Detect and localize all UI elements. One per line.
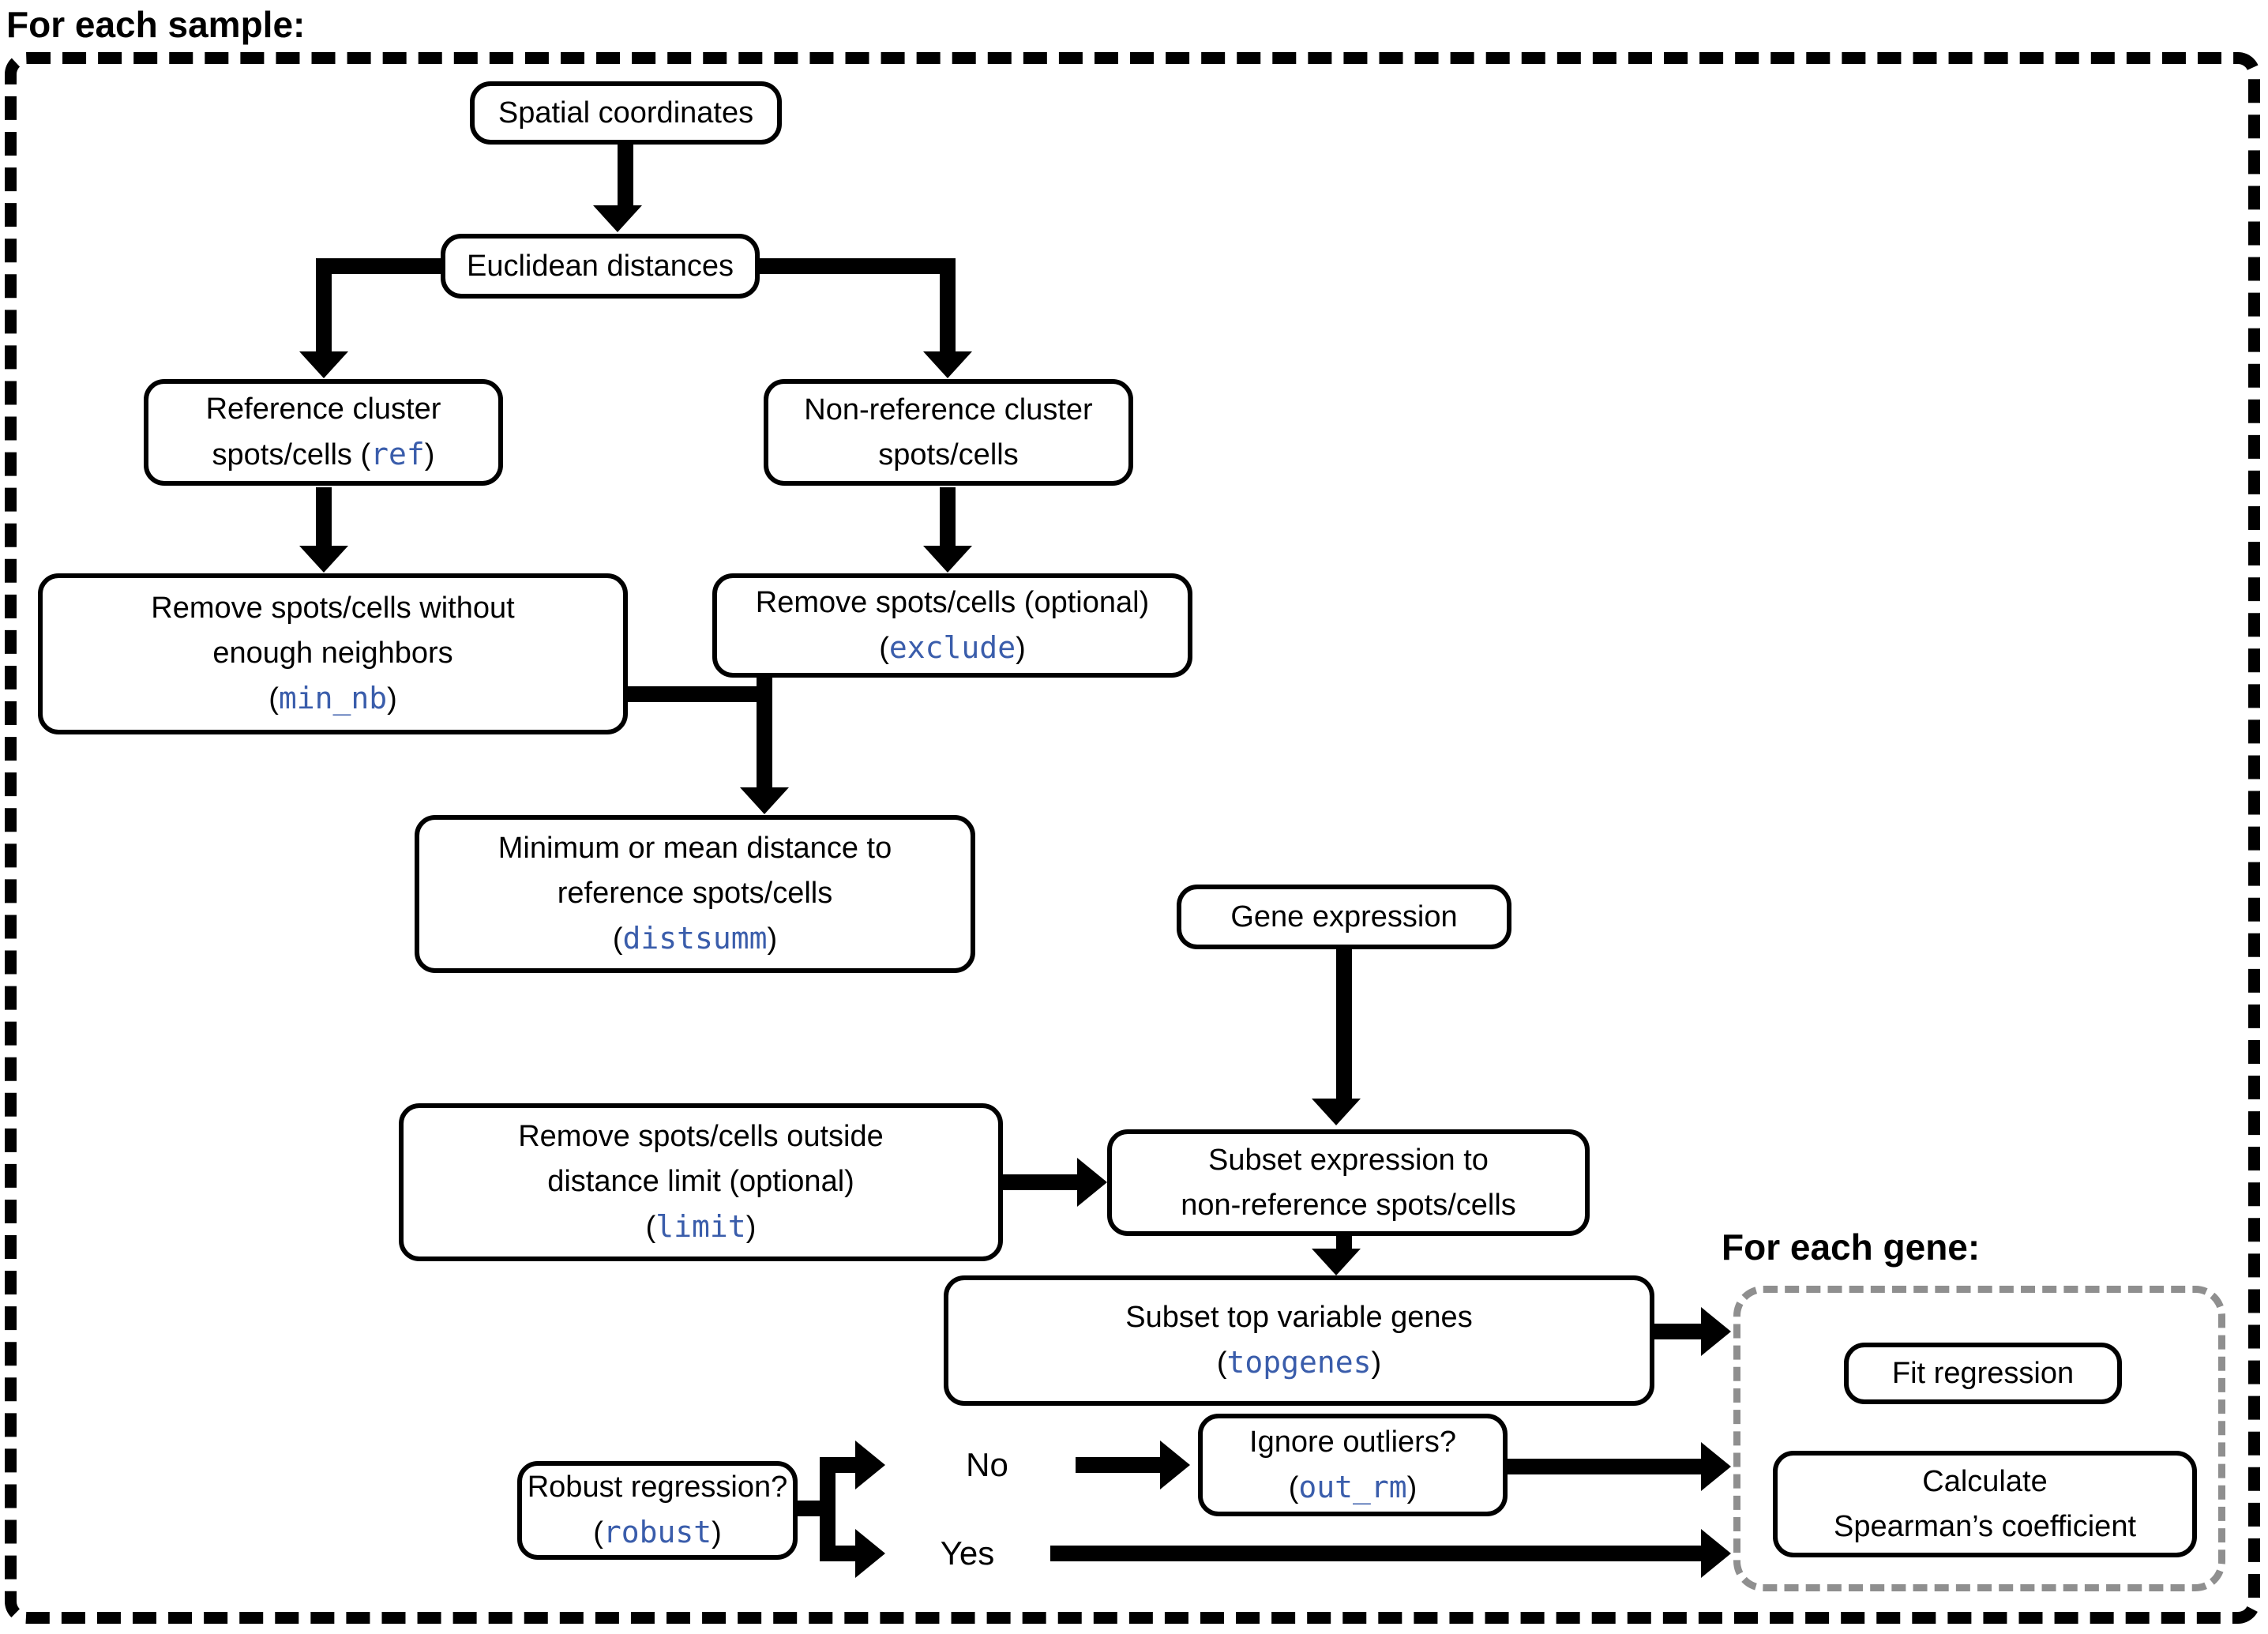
node-limit: Remove spots/cells outside distance limi… bbox=[399, 1103, 1003, 1261]
arrow-gene-to-subset bbox=[1336, 949, 1352, 1099]
node-spatial-coordinates: Spatial coordinates bbox=[470, 81, 782, 145]
connector-euclidean-left-vertical bbox=[316, 258, 332, 352]
arrow-no-to-ignore-outliers bbox=[1076, 1457, 1161, 1473]
connector-merge-vertical bbox=[757, 678, 772, 788]
node-fit-regression: Fit regression bbox=[1844, 1343, 2122, 1404]
node-gene-expression: Gene expression bbox=[1177, 885, 1511, 949]
arrow-limit-to-subset bbox=[1003, 1174, 1078, 1190]
node-remove-min-nb: Remove spots/cells without enough neighb… bbox=[38, 573, 628, 734]
node-remove-exclude: Remove spots/cells (optional) (exclude) bbox=[712, 573, 1192, 678]
connector-euclidean-left-horizontal bbox=[316, 258, 441, 274]
arrow-ignore-outliers-to-gene-box bbox=[1508, 1459, 1702, 1474]
param-limit: limit bbox=[655, 1209, 746, 1244]
arrowhead-no-to-ignore-outliers bbox=[1160, 1441, 1190, 1489]
connector-euclidean-right-horizontal bbox=[760, 258, 956, 274]
param-exclude: exclude bbox=[888, 629, 1016, 665]
node-euclidean-distances: Euclidean distances bbox=[441, 234, 760, 299]
arrowhead-subset-to-topgenes bbox=[1312, 1249, 1361, 1275]
arrowhead-to-reference-cluster bbox=[299, 351, 348, 378]
arrowhead-nonreference-to-exclude bbox=[923, 546, 972, 573]
connector-merge-horizontal bbox=[628, 686, 772, 702]
for-each-sample-label: For each sample: bbox=[6, 4, 306, 45]
arrowhead-gene-to-subset bbox=[1312, 1099, 1361, 1125]
node-subset-expression: Subset expression to non-reference spots… bbox=[1107, 1129, 1590, 1236]
arrowhead-topgenes-to-gene-box bbox=[1701, 1307, 1731, 1356]
node-ignore-outliers: Ignore outliers? (out_rm) bbox=[1198, 1414, 1508, 1516]
arrowhead-fork-to-yes bbox=[855, 1529, 885, 1578]
for-each-gene-label: For each gene: bbox=[1722, 1226, 1981, 1268]
node-robust-regression: Robust regression? (robust) bbox=[517, 1461, 798, 1560]
arrowhead-reference-to-min-nb bbox=[299, 546, 348, 573]
arrowhead-spatial-to-euclidean bbox=[593, 205, 642, 232]
arrowhead-to-nonreference-cluster bbox=[923, 351, 972, 378]
for-each-sample-dashed-box bbox=[5, 52, 2260, 1624]
connector-euclidean-right-vertical bbox=[940, 258, 956, 352]
param-ref: ref bbox=[370, 437, 425, 471]
arrow-topgenes-to-gene-box bbox=[1653, 1324, 1702, 1339]
param-out-rm: out_rm bbox=[1298, 1469, 1407, 1504]
connector-robust-fork-vertical bbox=[820, 1457, 835, 1561]
param-robust: robust bbox=[603, 1515, 712, 1549]
arrowhead-merge-to-distsumm bbox=[740, 787, 789, 814]
param-distsumm: distsumm bbox=[622, 921, 768, 956]
arrowhead-ignore-outliers-to-gene-box bbox=[1701, 1442, 1731, 1491]
arrow-nonreference-to-exclude bbox=[940, 487, 956, 547]
arrowhead-yes-to-gene-box bbox=[1701, 1529, 1731, 1578]
arrowhead-limit-to-subset bbox=[1077, 1158, 1107, 1207]
connector-fork-yes-arm bbox=[835, 1546, 856, 1561]
node-topgenes: Subset top variable genes (topgenes) bbox=[944, 1275, 1654, 1406]
branch-label-yes: Yes bbox=[940, 1534, 995, 1572]
connector-fork-no-arm bbox=[835, 1457, 856, 1473]
node-nonreference-cluster: Non-reference cluster spots/cells bbox=[764, 379, 1133, 486]
arrow-subset-to-topgenes bbox=[1336, 1236, 1352, 1250]
arrow-reference-to-min-nb bbox=[316, 487, 332, 547]
node-distsumm: Minimum or mean distance to reference sp… bbox=[415, 815, 975, 973]
arrow-yes-to-gene-box bbox=[1050, 1546, 1702, 1561]
param-min-nb: min_nb bbox=[278, 681, 388, 716]
branch-label-no: No bbox=[966, 1446, 1008, 1483]
arrowhead-fork-to-no bbox=[855, 1441, 885, 1489]
node-reference-cluster: Reference cluster spots/cells (ref) bbox=[144, 379, 503, 486]
node-spearman-coefficient: Calculate Spearman’s coefficient bbox=[1773, 1451, 2197, 1557]
param-topgenes: topgenes bbox=[1226, 1345, 1372, 1380]
arrow-spatial-to-euclidean bbox=[618, 145, 633, 208]
